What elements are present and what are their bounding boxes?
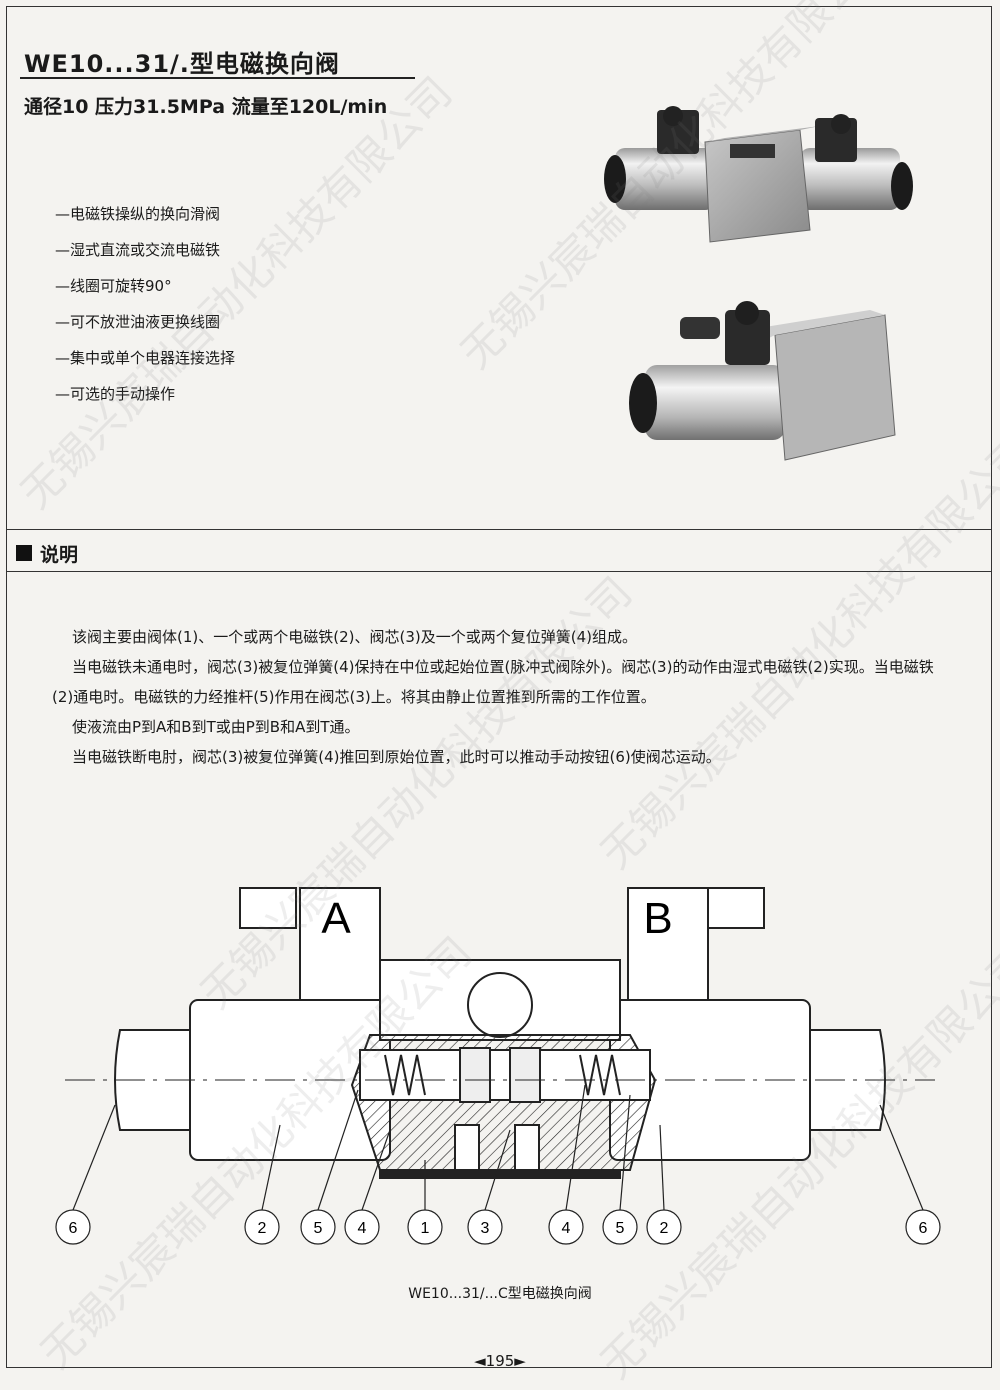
feature-item: —可不放泄油液更换线圈 (55, 313, 221, 331)
callout-1 (407, 1209, 443, 1245)
title-underline (20, 77, 415, 79)
callout-6-left (55, 1209, 91, 1245)
valve-cross-section-diagram: A B 6 2 (55, 887, 941, 1245)
feature-item: —电磁铁操纵的换向滑阀 (55, 205, 221, 223)
diagram-caption: WE10...31/...C型电磁换向阀 (408, 1286, 592, 1302)
feature-item: —集中或单个电器连接选择 (55, 349, 236, 367)
description-section-bar (6, 530, 992, 572)
port-b-label: B (643, 894, 672, 943)
double-solenoid-valve-photo (604, 106, 913, 243)
feature-item: —湿式直流或交流电磁铁 (55, 241, 221, 259)
feature-item: —线圈可旋转90° (55, 277, 172, 295)
callout-6-right (905, 1209, 941, 1245)
callout-2-left (244, 1209, 280, 1245)
section-title: 说明 (40, 544, 79, 566)
callout-label: 3 (481, 1220, 490, 1237)
description-paragraph: 该阀主要由阀体(1)、一个或两个电磁铁(2)、阀芯(3)及一个或两个复位弹簧(4… (72, 628, 637, 646)
feature-list: —电磁铁操纵的换向滑阀 —湿式直流或交流电磁铁 —线圈可旋转90° —可不放泄油… (55, 202, 235, 418)
description-paragraph: 当电磁铁断电肘，阀芯(3)被复位弹簧(4)推回到原始位置，此时可以推动手动按钮(… (72, 748, 721, 766)
section-marker (16, 545, 32, 561)
callout-label: 2 (660, 1220, 669, 1237)
description-text: 该阀主要由阀体(1)、一个或两个电磁铁(2)、阀芯(3)及一个或两个复位弹簧(4… (52, 622, 942, 772)
product-header-panel (6, 6, 992, 530)
callout-label: 5 (314, 1220, 323, 1237)
callout-label: 1 (421, 1220, 430, 1237)
callout-label: 6 (919, 1220, 928, 1237)
product-title: WE10...31/.型电磁换向阀 (24, 50, 340, 78)
page-number: ◄195► (474, 1352, 526, 1370)
callout-4-right (548, 1209, 584, 1245)
description-paragraph: 当电磁铁未通电时，阀芯(3)被复位弹簧(4)保持在中位或起始位置(脉冲式阀除外)… (52, 658, 934, 706)
callout-3 (467, 1209, 503, 1245)
callout-label: 5 (616, 1220, 625, 1237)
page-frame (6, 6, 992, 1368)
feature-item: —可选的手动操作 (55, 385, 176, 403)
callout-label: 4 (562, 1220, 571, 1237)
port-a-label: A (321, 894, 351, 943)
product-specs: 通径10 压力31.5MPa 流量至120L/min (24, 96, 388, 118)
callout-4-left (344, 1209, 380, 1245)
callout-5-right (602, 1209, 638, 1245)
callout-label: 2 (258, 1220, 267, 1237)
single-solenoid-valve-photo (629, 301, 896, 461)
callout-2-right (646, 1209, 682, 1245)
callout-label: 6 (69, 1220, 78, 1237)
callout-5-left (300, 1209, 336, 1245)
description-paragraph: 使液流由P到A和B到T或由P到B和A到T通。 (72, 718, 360, 736)
callout-label: 4 (358, 1220, 367, 1237)
